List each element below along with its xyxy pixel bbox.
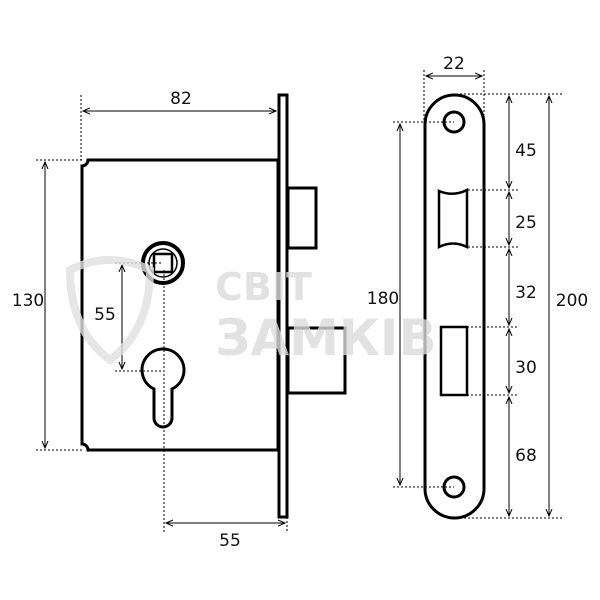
dim-body-width: 82 xyxy=(170,89,192,109)
lock-case xyxy=(80,158,280,452)
lock-body-view: 82 130 55 55 xyxy=(12,89,347,551)
shield-logo-icon xyxy=(65,256,155,366)
faceplate xyxy=(423,93,486,520)
dim-segment-4: 30 xyxy=(515,358,537,378)
dim-backset: 55 xyxy=(219,531,241,551)
faceplate-view: 22 180 45 25 32 30 68 200 xyxy=(367,54,588,520)
dim-body-height: 130 xyxy=(12,291,44,311)
bolt-cutout xyxy=(439,325,469,397)
dim-segment-3: 32 xyxy=(515,283,537,303)
dim-segment-1: 45 xyxy=(515,141,537,161)
dim-segment-2: 25 xyxy=(515,213,537,233)
cylinder-keyhole xyxy=(140,347,186,429)
dim-segment-5: 68 xyxy=(515,446,537,466)
dim-total-length: 200 xyxy=(556,291,588,311)
forend-plate xyxy=(277,93,289,519)
watermark-line1: СВІТ xyxy=(215,265,312,309)
latch-cutout xyxy=(437,187,469,250)
latch xyxy=(286,186,318,250)
watermark: СВІТ ЗАМКІВ xyxy=(65,256,437,367)
dim-faceplate-width: 22 xyxy=(443,54,465,74)
dim-hole-spacing: 180 xyxy=(367,289,399,309)
dim-spindle-to-cylinder: 55 xyxy=(94,305,116,325)
watermark-line2: ЗАМКІВ xyxy=(215,309,437,367)
